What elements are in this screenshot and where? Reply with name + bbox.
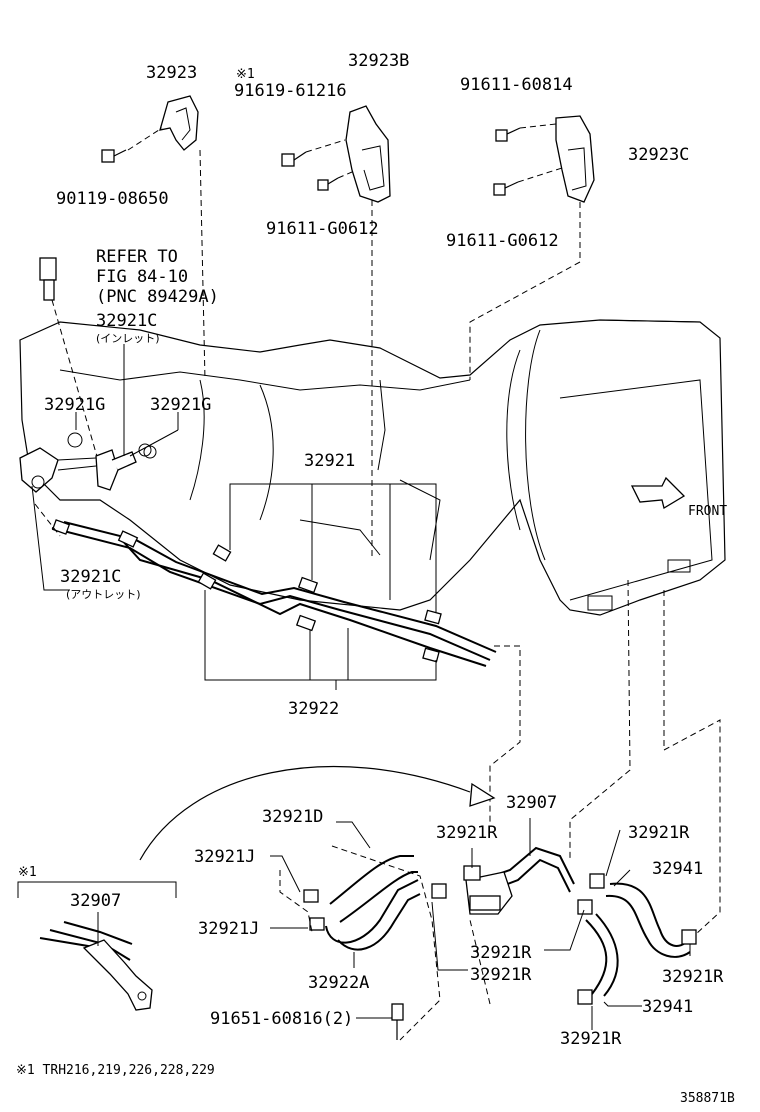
label-32907-main: 32907 [506, 793, 557, 813]
inset-box [17, 881, 177, 1011]
bolt-icon [495, 127, 521, 142]
hose-32921D [329, 855, 418, 923]
refer-line3: (PNC 89429A) [96, 287, 219, 307]
bracket-icon [555, 115, 595, 203]
clamp-icon [422, 647, 440, 663]
label-32921C-inlet: 32921C [96, 311, 157, 331]
label-91611-60814: 91611-60814 [460, 75, 573, 95]
bracket-icon [345, 105, 391, 203]
hose-32941 [605, 882, 691, 958]
outlet-fitting [19, 447, 59, 493]
tube-assembly-32907 [465, 846, 575, 915]
bolt-icon [493, 181, 519, 196]
front-arrow-icon [630, 476, 686, 510]
label-32941-2: 32941 [642, 997, 693, 1017]
label-32921G-left: 32921G [44, 395, 105, 415]
clamp-icon [577, 899, 593, 915]
front-label: FRONT [688, 504, 727, 519]
label-32921R-3: 32921R [470, 943, 532, 963]
label-90119-08650: 90119-08650 [56, 189, 169, 209]
label-91611-G0612-a: 91611-G0612 [266, 219, 379, 239]
inlet-fitting [95, 449, 137, 491]
label-32923: 32923 [146, 63, 197, 83]
clamp-icon [309, 917, 325, 931]
label-91611-G0612-b: 91611-G0612 [446, 231, 559, 251]
hose-32941 [585, 913, 619, 997]
clamp-icon [681, 929, 697, 945]
outlet-note: (アウトレット) [66, 588, 141, 601]
label-32921R-2: 32921R [628, 823, 690, 843]
cooler-pipe [51, 519, 497, 667]
clamp-icon [424, 609, 442, 625]
clamp-icon [212, 544, 232, 562]
label-32921R-5: 32921R [662, 967, 724, 987]
clamp-icon [295, 614, 317, 632]
label-32921R-4: 32921R [470, 965, 532, 985]
bolt-icon [391, 1003, 404, 1040]
clamp-icon [303, 889, 319, 903]
clamp-icon [589, 873, 605, 889]
label-32907-inset: 32907 [70, 891, 121, 911]
hose-32922A [325, 879, 421, 951]
figure-id: 358871B [680, 1091, 735, 1106]
label-32923B: 32923B [348, 51, 409, 71]
label-32921J-2: 32921J [198, 919, 259, 939]
note-mark-top: ※1 [236, 67, 255, 82]
label-32921R-1: 32921R [436, 823, 498, 843]
clamp-icon [297, 576, 319, 594]
bolt-icon [317, 177, 339, 191]
refer-line2: FIG 84-10 [96, 267, 188, 287]
bracket-icon [159, 95, 199, 151]
transmission-housing [19, 319, 726, 616]
label-91651-60816: 91651-60816(2) [210, 1009, 353, 1029]
bolt-icon [281, 151, 307, 167]
label-32921C-outlet: 32921C [60, 567, 121, 587]
clamp-icon [577, 989, 593, 1005]
label-91619-61216: 91619-61216 [234, 81, 347, 101]
sensor-fitting [39, 257, 57, 301]
footnote: ※1 TRH216,219,226,228,229 [16, 1063, 215, 1078]
note-mark-inset: ※1 [18, 865, 37, 880]
label-32921D: 32921D [262, 807, 323, 827]
label-32922: 32922 [288, 699, 339, 719]
inlet-note: (インレット) [96, 332, 160, 345]
clamp-icon [431, 883, 447, 899]
label-32921J-1: 32921J [194, 847, 255, 867]
refer-line1: REFER TO [96, 247, 178, 267]
label-32923C: 32923C [628, 145, 689, 165]
label-32921R-6: 32921R [560, 1029, 622, 1049]
bolt-icon [101, 149, 127, 163]
label-32922A: 32922A [308, 973, 369, 993]
label-32921: 32921 [304, 451, 355, 471]
label-32941-1: 32941 [652, 859, 703, 879]
label-32921G-right: 32921G [150, 395, 211, 415]
clamp-icon [197, 572, 217, 590]
clamp-icon [463, 865, 481, 881]
